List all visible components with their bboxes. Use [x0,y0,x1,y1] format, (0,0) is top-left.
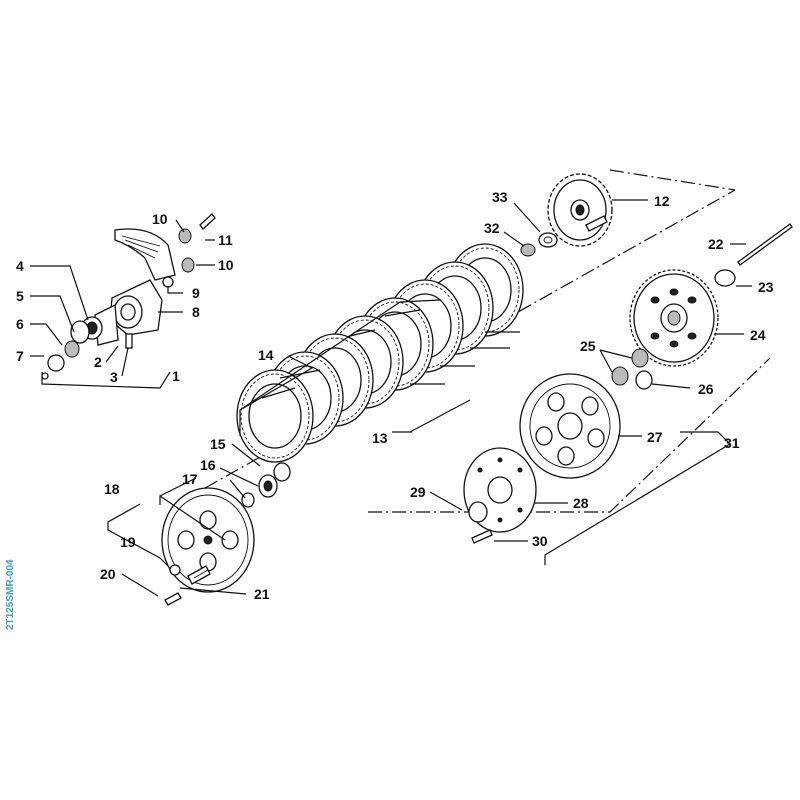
label-15: 15 [210,436,226,452]
label-5: 5 [16,288,24,304]
clutch-lever-assembly [41,213,216,380]
label-14: 14 [258,347,274,363]
leader-21 [179,587,247,595]
primary-gear [547,173,613,247]
callout-labels: 10 11 10 9 8 4 5 6 7 2 3 1 12 33 32 22 2… [16,189,774,602]
label-31: 31 [724,435,740,451]
label-30: 30 [532,533,548,549]
label-29: 29 [410,484,426,500]
leader-15 [231,443,261,467]
spring-and-bolt [164,564,211,606]
leader-2 [105,345,119,363]
label-12: 12 [654,193,670,209]
label-3: 3 [110,369,118,385]
clutch-housing-gear [629,269,719,367]
leader-32 [503,231,525,247]
bracket-17 [158,477,226,541]
leader-25 [599,349,633,373]
label-28: 28 [573,495,589,511]
label-11: 11 [218,232,233,248]
pushrod-washer [714,269,736,287]
label-26: 26 [698,381,714,397]
label-7: 7 [16,348,24,364]
leader-4 [30,265,89,321]
bracket-group-1 [41,371,171,389]
leader-10a [175,219,185,233]
bracket-31 [544,431,731,565]
label-19: 19 [120,534,136,550]
label-1: 1 [172,368,180,384]
leader-29 [429,491,463,511]
label-2: 2 [94,354,102,370]
leader-33 [513,202,541,233]
leader-9 [167,286,183,294]
label-8: 8 [192,304,200,320]
leader-17 [229,479,246,499]
label-10-bottom: 10 [218,257,234,273]
group-31-boundary [609,169,736,191]
bracket-13 [392,331,520,433]
label-33: 33 [492,189,508,205]
clutch-basket [519,373,621,479]
label-27: 27 [647,429,663,445]
leader-6 [30,323,63,346]
label-4: 4 [16,258,24,274]
label-23: 23 [758,279,774,295]
label-24: 24 [750,327,766,343]
assembly-axis-lower [368,357,771,513]
label-13: 13 [372,430,388,446]
label-18: 18 [104,481,120,497]
thrust-washer [468,501,488,523]
nut-and-washer [520,232,558,257]
label-22: 22 [708,236,724,252]
drawing-code: 2T125SMR-004 [5,559,16,630]
label-6: 6 [16,316,24,332]
bracket-18-19 [107,503,169,567]
bracket-14 [239,299,441,436]
leader-3 [121,347,129,377]
label-25: 25 [580,338,596,354]
clutch-hub-small [241,462,291,508]
leader-5 [30,295,75,333]
pushrod [737,223,793,266]
pressure-plate [161,487,255,593]
needle-bearings [611,348,653,390]
pin [471,529,493,544]
label-17: 17 [182,471,198,487]
label-9: 9 [192,285,200,301]
leader-26 [651,383,691,389]
leader-20 [121,573,159,597]
label-21: 21 [254,586,270,602]
leader-16 [219,467,259,487]
label-20: 20 [100,566,116,582]
label-10-top: 10 [152,211,168,227]
label-16: 16 [200,457,216,473]
label-32: 32 [484,220,500,236]
